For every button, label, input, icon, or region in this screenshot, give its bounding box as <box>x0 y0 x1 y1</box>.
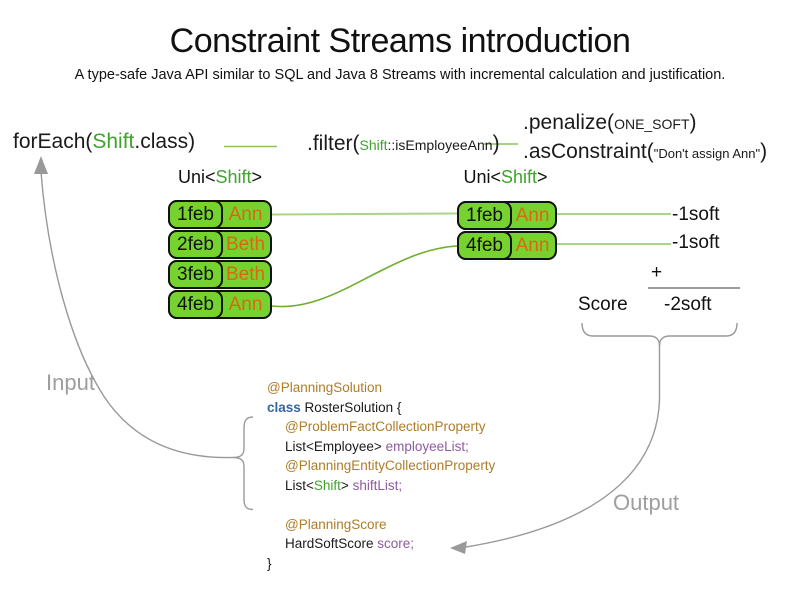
table-row: 1feb Ann <box>457 201 557 230</box>
code-filter: .filter(Shift::isEmployeeAnn) <box>307 132 500 156</box>
code-line: List<Employee> employeeList; <box>267 437 495 457</box>
shift-date-cell: 1feb <box>168 200 223 229</box>
code-penalize: .penalize(ONE_SOFT) <box>523 109 767 138</box>
penalize-arg: ONE_SOFT <box>614 116 690 132</box>
uni-left-suffix: > <box>251 167 263 187</box>
filter-fn: .filter( <box>307 132 360 155</box>
foreach-type-arg: Shift <box>92 130 135 153</box>
as-constraint-fn: .asConstraint( <box>523 140 654 163</box>
code-line: @PlanningScore <box>267 515 495 535</box>
shift-date-cell: 3feb <box>168 260 223 289</box>
penalty-value-2: -1soft <box>672 232 720 253</box>
shift-date-cell: 2feb <box>168 230 223 259</box>
shift-date-cell: 4feb <box>168 290 223 319</box>
annotation-planning-solution: @PlanningSolution <box>267 380 383 395</box>
filter-close: ) <box>492 132 500 155</box>
score-label: Score <box>578 294 628 315</box>
penalty-value-1: -1soft <box>672 204 720 225</box>
shift-employee-cell: Ann <box>228 293 263 315</box>
shift-employee-cell: Ann <box>228 203 263 225</box>
filter-arg-rest: ::isEmployeeAnn <box>387 137 493 153</box>
output-label: Output <box>613 490 680 515</box>
code-penalize-block: .penalize(ONE_SOFT) .asConstraint("Don't… <box>523 109 767 168</box>
annotation-planning-score: @PlanningScore <box>285 516 387 532</box>
code-line: @PlanningEntityCollectionProperty <box>267 456 495 476</box>
subtitle: A type-safe Java API similar to SQL and … <box>74 67 726 83</box>
table-row: 4feb Ann <box>168 290 272 319</box>
code-line: @PlanningSolution <box>267 378 495 398</box>
shift-employee-cell: Beth <box>225 263 266 285</box>
input-arrowhead-icon <box>34 156 48 174</box>
code-line: HardSoftScore score; <box>267 534 495 554</box>
shift-list-type: Shift <box>313 477 341 493</box>
shift-employee-cell: Ann <box>515 204 550 226</box>
shift-employee-cell: Ann <box>515 234 550 256</box>
table-row: 2feb Beth <box>168 230 272 259</box>
foreach-fn: forEach( <box>13 130 93 153</box>
output-bracket-left <box>581 322 661 347</box>
as-constraint-close: ) <box>760 140 768 163</box>
page-title: Constraint Streams introduction <box>169 22 631 60</box>
filter-type-arg: Shift <box>359 137 388 153</box>
table-row: 3feb Beth <box>168 260 272 289</box>
penalize-fn: .penalize( <box>523 111 615 134</box>
code-line: class RosterSolution { <box>267 398 495 418</box>
as-constraint-arg: "Don't assign Ann" <box>653 146 761 161</box>
input-brace <box>232 416 254 511</box>
penalize-close: ) <box>689 111 697 134</box>
code-line: List<Shift> shiftList; <box>267 476 495 496</box>
shift-list-type-after: > <box>340 477 353 493</box>
class-declaration: RosterSolution { <box>300 399 402 415</box>
uni-right-prefix: Uni< <box>463 167 501 187</box>
annotation-planning-entity: @PlanningEntityCollectionProperty <box>285 458 496 473</box>
code-foreach: forEach(Shift.class) <box>13 130 195 154</box>
uni-right-type: Shift <box>500 167 538 187</box>
uni-left-type: Shift <box>215 167 252 187</box>
shift-list-field: shiftList; <box>352 477 403 493</box>
annotation-problem-fact: @ProblemFactCollectionProperty <box>285 419 486 434</box>
code-block: @PlanningSolution class RosterSolution {… <box>267 378 495 573</box>
table-row: 1feb Ann <box>168 200 272 229</box>
employee-list-field: employeeList; <box>385 438 469 454</box>
keyword-class: class <box>267 399 301 415</box>
uni-right-suffix: > <box>537 167 548 187</box>
table-row: 4feb Ann <box>457 231 557 260</box>
score-field: score; <box>377 536 415 551</box>
closing-brace: } <box>267 555 272 571</box>
shift-list-type-before: List< <box>285 477 314 493</box>
code-as-constraint: .asConstraint("Don't assign Ann") <box>523 138 767 168</box>
connector-1feb-line <box>271 212 458 216</box>
output-bracket-right <box>658 322 738 347</box>
uni-left-prefix: Uni< <box>177 167 216 187</box>
shift-date-cell: 4feb <box>457 231 512 260</box>
code-line: } <box>267 554 495 574</box>
score-type: HardSoftScore <box>285 536 378 551</box>
employee-list-type: List<Employee> <box>285 438 386 454</box>
code-blank-line <box>267 495 495 515</box>
code-line: @ProblemFactCollectionProperty <box>267 417 495 437</box>
foreach-rest: .class) <box>134 130 196 153</box>
input-label: Input <box>46 370 95 395</box>
score-total: -2soft <box>664 294 712 315</box>
plus-sign: + <box>651 262 663 283</box>
uni-shift-label-left: Uni<Shift> <box>168 167 272 188</box>
connector-4feb-curve <box>271 245 458 308</box>
uni-shift-label-right: Uni<Shift> <box>453 167 558 188</box>
shift-employee-cell: Beth <box>225 233 266 255</box>
shift-date-cell: 1feb <box>457 201 512 230</box>
